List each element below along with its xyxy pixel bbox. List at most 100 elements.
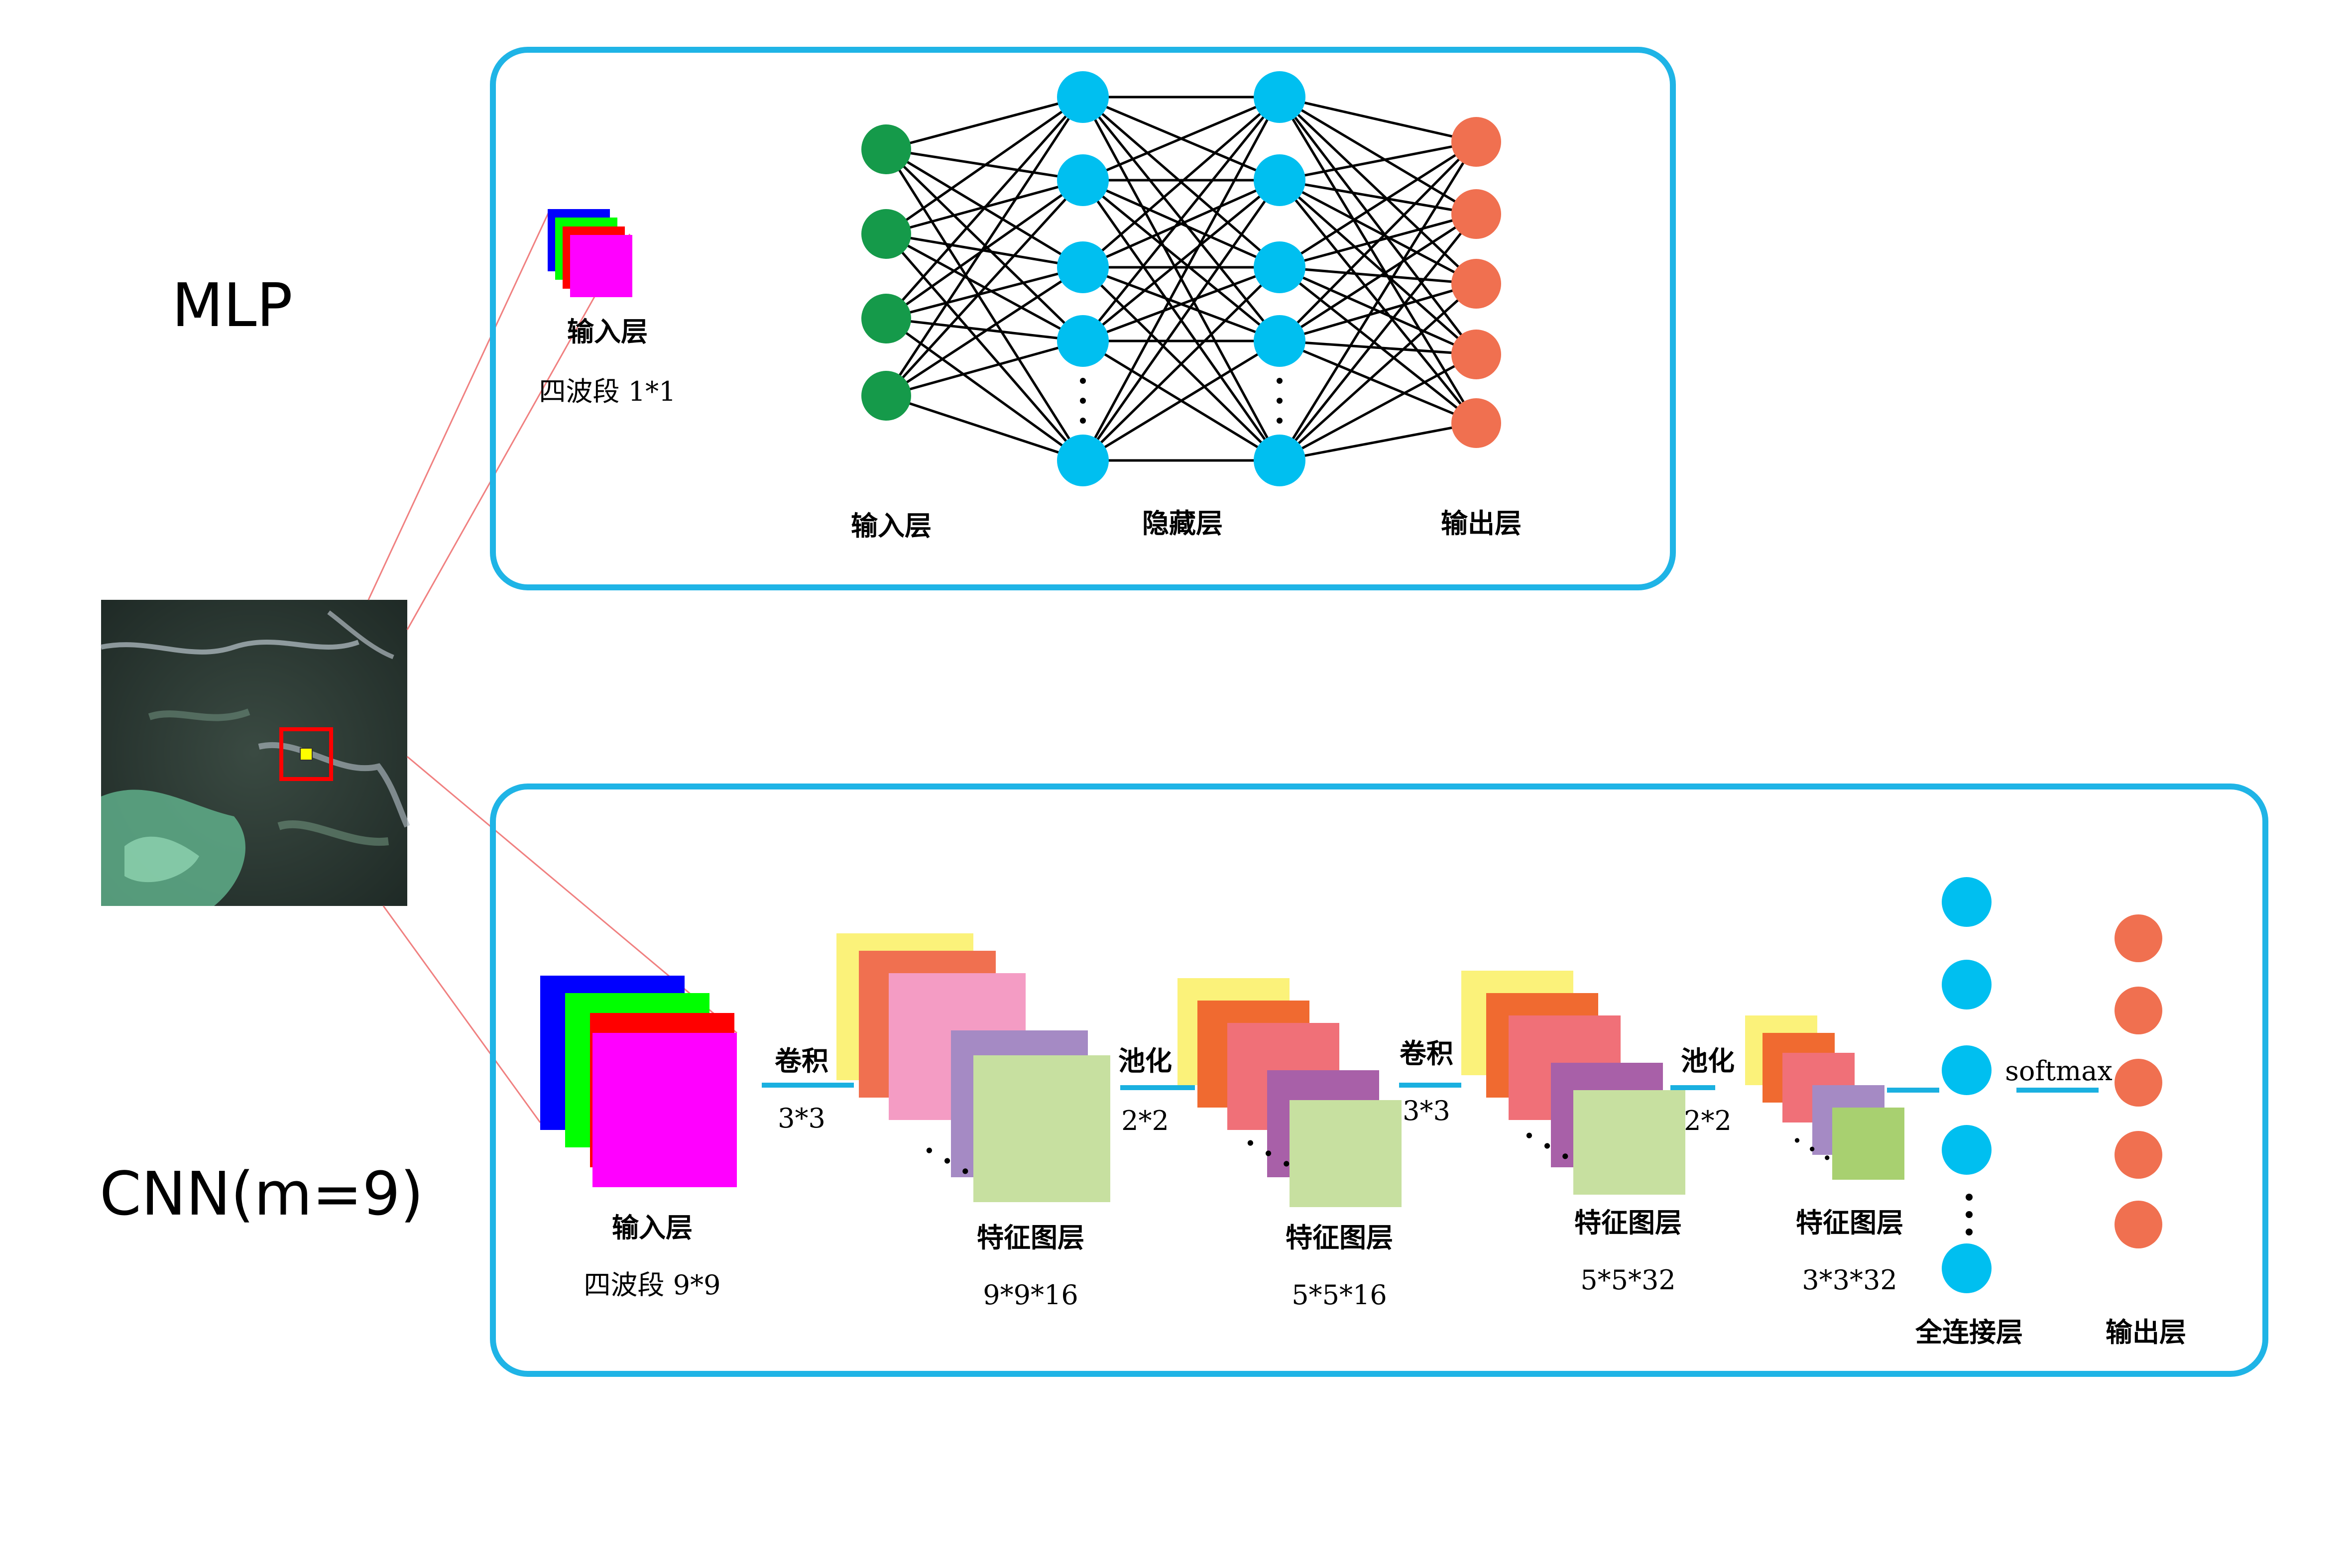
mlp-edge [1279, 266, 1477, 285]
mlp-edge [885, 233, 1084, 461]
cnn-input-stack [540, 976, 737, 1187]
feature-map-1-label: 特征图层 [977, 1222, 1084, 1253]
mlp-output-neuron [1451, 330, 1501, 379]
mlp-edge [885, 266, 1084, 397]
selection-box [279, 727, 333, 781]
mlp-ellipsis-dot [1080, 418, 1086, 424]
cnn-panel [490, 784, 2268, 1377]
conv2-label: 卷积 [1400, 1037, 1453, 1069]
pool2-label: 池化 [1681, 1045, 1735, 1077]
feature-map-4-label: 特征图层 [1796, 1207, 1903, 1238]
mlp-edge [1082, 339, 1281, 462]
mlp-hidden2-neuron [1254, 154, 1305, 206]
mlp-output-layer-label: 输出层 [1441, 507, 1522, 539]
pixel-marker [300, 748, 313, 761]
mlp-input-block-label: 输入层 [567, 316, 648, 347]
mlp-edge [886, 317, 1083, 342]
mlp-edge [1082, 266, 1281, 461]
feature-map-4-stack: . . . [1745, 1015, 1904, 1180]
mlp-edge [885, 317, 1084, 462]
cnn-input-dims: 四波段 9*9 [584, 1269, 721, 1301]
mlp-edge [1082, 179, 1281, 269]
mlp-connections [885, 96, 1478, 462]
mlp-output-neuron [1451, 259, 1501, 309]
mlp-edge [885, 148, 1084, 461]
conv2-kernel: 3*3 [1403, 1095, 1450, 1126]
mlp-input-neuron [861, 124, 911, 174]
mlp-edge [1279, 266, 1477, 356]
feature-map-2-label: 特征图层 [1286, 1222, 1393, 1253]
mlp-hidden1-neuron [1057, 435, 1109, 486]
pool1-label: 池化 [1118, 1045, 1172, 1077]
mlp-edge [1279, 422, 1477, 462]
feature-map-3-stack: . . . [1461, 971, 1685, 1195]
mlp-edge [1279, 339, 1477, 356]
cnn-input-label: 输入层 [612, 1212, 693, 1243]
feature-map-4-dims: 3*3*32 [1802, 1264, 1897, 1296]
mlp-edge [1081, 179, 1281, 461]
zoom-guide-lines [367, 209, 737, 1123]
mlp-ellipsis-dot [1080, 378, 1086, 384]
feature-map-2-dims: 5*5*16 [1292, 1279, 1387, 1311]
mlp-input-neuron [861, 209, 911, 259]
feature-map-3-label: 特征图层 [1574, 1207, 1682, 1238]
conv1-label: 卷积 [775, 1045, 828, 1077]
cnn-output-neurons [2115, 914, 2162, 1248]
mlp-input-stack [548, 209, 632, 297]
satellite-image [100, 600, 410, 906]
mlp-edge [1279, 96, 1477, 285]
cnn-output-layer-label: 输出层 [2106, 1316, 2186, 1348]
mlp-edge [886, 96, 1083, 151]
mlp-hidden1-neuron [1057, 154, 1109, 206]
pool2-kernel: 2*2 [1684, 1105, 1732, 1136]
mlp-edge [885, 96, 1084, 320]
mlp-hidden2-neuron [1254, 435, 1305, 486]
conv1-kernel: 3*3 [778, 1103, 825, 1134]
mlp-edge [1279, 282, 1477, 342]
mlp-edge [1279, 140, 1477, 182]
mlp-edge [1278, 141, 1478, 461]
mlp-input-layer-label: 输入层 [851, 510, 932, 542]
mlp-edge [885, 179, 1084, 320]
mlp-edge [1279, 179, 1477, 355]
feature-map-1-stack: . . . [836, 933, 1110, 1202]
mlp-edge [886, 339, 1083, 397]
mlp-hidden1-neuron [1057, 315, 1109, 367]
feature-map-1-dims: 9*9*16 [983, 1279, 1078, 1311]
mlp-output-neuron [1451, 117, 1501, 167]
mlp-output-neuron [1451, 189, 1501, 239]
mlp-ellipsis-dot [1277, 378, 1283, 384]
mlp-ellipsis-dot [1277, 398, 1283, 404]
mlp-section-label: MLP [172, 271, 293, 340]
mlp-ellipsis-dot [1277, 418, 1283, 424]
mlp-edge [885, 96, 1084, 397]
mlp-hidden2-neuron [1254, 315, 1305, 367]
mlp-edge [1279, 179, 1477, 216]
mlp-edge [1278, 96, 1478, 424]
mlp-edge [1082, 96, 1281, 342]
pool1-kernel: 2*2 [1121, 1105, 1169, 1136]
mlp-input-block-dims: 四波段 1*1 [539, 376, 676, 407]
mlp-neurons [861, 71, 1501, 486]
mlp-edge [1279, 140, 1477, 269]
mlp-ellipsis-dot [1080, 398, 1086, 404]
mlp-edge [1082, 179, 1281, 342]
mlp-edge [1279, 339, 1477, 425]
fc-layer-label: 全连接层 [1915, 1316, 2023, 1348]
cnn-section-label: CNN(m=9) [100, 1160, 424, 1229]
mlp-input-neuron [861, 371, 911, 421]
mlp-edge [1279, 213, 1477, 342]
mlp-edge [886, 394, 1083, 462]
softmax-label: softmax [2005, 1055, 2113, 1087]
feature-map-3-dims: 5*5*32 [1580, 1264, 1675, 1296]
mlp-edge [1081, 96, 1281, 461]
mlp-edge [1279, 96, 1477, 143]
mlp-edge [1279, 179, 1477, 285]
feature-map-2-stack: . . . [1177, 978, 1402, 1207]
mlp-edge [1279, 283, 1477, 461]
mlp-edge [1279, 266, 1477, 424]
mlp-hidden1-neuron [1057, 71, 1109, 123]
mlp-panel [490, 47, 1676, 590]
